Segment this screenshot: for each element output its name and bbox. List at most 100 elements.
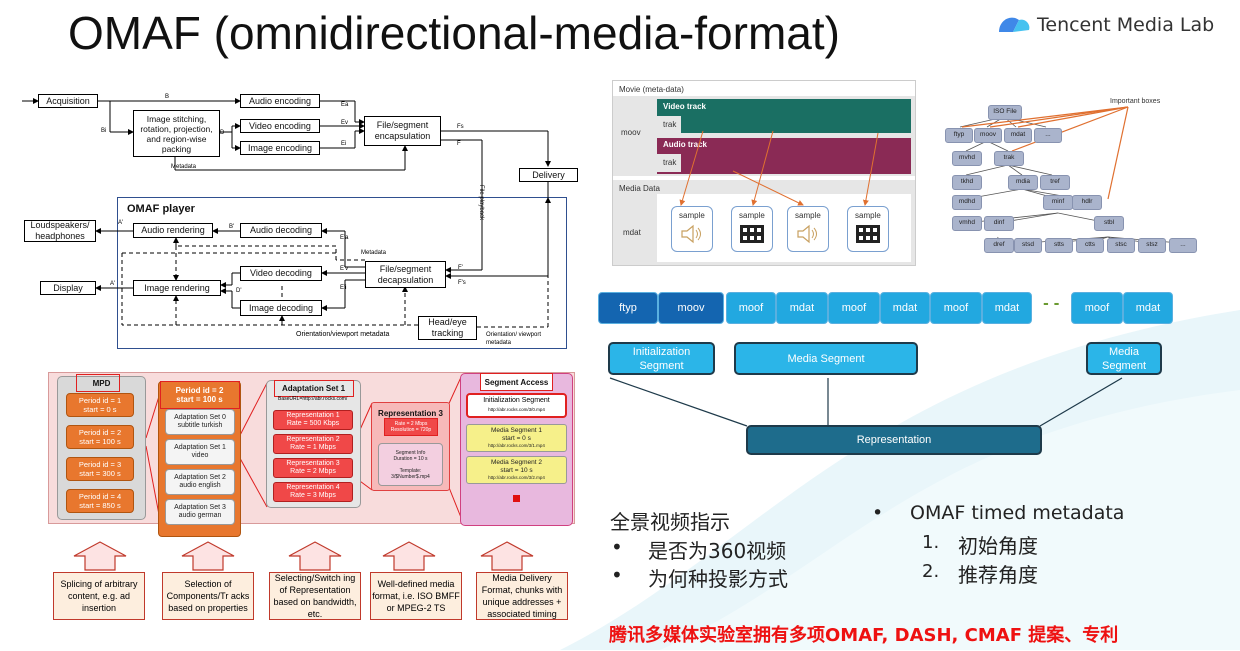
video-trak-cell	[657, 116, 681, 133]
en-heading: OMAF timed metadata	[910, 502, 1125, 524]
audio-trak-cell	[657, 154, 681, 172]
symbol-ev: Ev	[341, 120, 349, 126]
media-segment-1-url: http://abr.rocks.com/3/1.mp4	[488, 443, 545, 448]
initialization-segment: Initialization Segment	[608, 342, 715, 375]
important-boxes-label: Important boxes	[1110, 98, 1161, 105]
omaf-player-label: OMAF player	[127, 203, 195, 215]
audio-decoding-box: Audio decoding	[240, 223, 322, 238]
symbol-ei-prime: E'i	[340, 285, 347, 291]
frag-moof-2: moof	[828, 292, 880, 324]
video-track-label: Video track	[663, 102, 706, 111]
display-box: Display	[40, 281, 96, 295]
tencent-cloud-icon	[999, 17, 1030, 32]
video-trak-label: trak	[663, 120, 677, 129]
numbered-2: 推荐角度	[958, 563, 1038, 587]
audio-sample-1: sample	[671, 206, 713, 252]
speaker-icon	[681, 224, 701, 244]
audio-rendering-box: Audio rendering	[133, 223, 213, 238]
numbered-2-marker: 2.	[922, 561, 940, 582]
moov-label: moov	[621, 128, 641, 137]
film-icon	[740, 225, 764, 243]
tree-mdhd: mdhd	[952, 195, 982, 210]
representation-bar: Representation	[746, 425, 1042, 455]
speaker-icon	[797, 224, 817, 244]
metadata-label: Metadata	[171, 164, 197, 170]
tree-dref: dref	[984, 238, 1014, 253]
adaptation-title-frame	[274, 380, 354, 397]
metadata-label-2: Metadata	[361, 250, 387, 256]
adaptation-set-2: Adaptation Set 2 audio english	[165, 469, 235, 495]
video-track-bar	[657, 99, 911, 133]
period-title: Period id = 2 start = 100 s	[175, 386, 224, 404]
media-segment-bar-2: Media Segment	[1086, 342, 1162, 375]
page-title: OMAF (omnidirectional-media-format)	[68, 7, 840, 59]
frag-mdat-4: mdat	[1123, 292, 1173, 324]
orientation-metadata-label-2: Orientation/ viewport metadata	[486, 332, 542, 346]
tree-mdia: mdia	[1008, 175, 1038, 190]
tree-dinf: dinf	[984, 216, 1014, 231]
adaptation-set-3: Adaptation Set 3 audio german	[165, 499, 235, 525]
numbered-1-marker: 1.	[922, 532, 940, 553]
video-sample-2: sample	[847, 206, 889, 252]
representation-3-info-frame	[384, 418, 438, 436]
init-segment-url: http://abr.rocks.com/3/0.mp4	[488, 407, 545, 412]
image-rendering-box: Image rendering	[133, 280, 221, 296]
tree-stts: stts	[1045, 238, 1073, 253]
mpd-period-2: Period id = 2 start = 100 s	[66, 425, 134, 449]
audio-trak-label: trak	[663, 158, 677, 167]
representation-3-title: Representation 3	[378, 409, 443, 418]
symbol-f: F	[457, 141, 461, 147]
image-encoding-box: Image encoding	[240, 141, 320, 155]
speakers-box: Loudspeakers/ headphones	[24, 220, 96, 242]
frag-moov: moov	[658, 292, 724, 324]
representation-3: Representation 3 Rate = 2 Mbps	[273, 458, 353, 478]
mpd-title-frame	[76, 374, 120, 392]
tree-stsd: stsd	[1014, 238, 1042, 253]
head-eye-tracking-box: Head/eye tracking	[418, 316, 477, 340]
tree-mvhd: mvhd	[952, 151, 982, 166]
video-encoding-box: Video encoding	[240, 119, 320, 133]
tree-tkhd: tkhd	[952, 175, 982, 190]
sample-label: sample	[795, 211, 821, 220]
symbol-d: D	[220, 130, 225, 136]
frag-moof-3: moof	[930, 292, 982, 324]
representation-4: Representation 4 Rate = 3 Mbps	[273, 482, 353, 502]
cn-bullet-2: 为何种投影方式	[648, 567, 788, 591]
symbol-ea-prime: E'a	[340, 235, 349, 241]
video-sample-1: sample	[731, 206, 773, 252]
tree-trak: trak	[994, 151, 1024, 166]
footer-patents-text: 腾讯多媒体实验室拥有多项OMAF, DASH, CMAF 提案、专利	[609, 625, 1119, 646]
file-decapsulation-box: File/segment decapsulation	[365, 261, 446, 288]
note-media-format: Well-defined media format, i.e. ISO BMFF…	[370, 572, 462, 620]
frag-moof-1: moof	[726, 292, 776, 324]
frag-moof-4: moof	[1071, 292, 1123, 324]
tree-ftyp: ftyp	[945, 128, 973, 143]
image-decoding-box: Image decoding	[240, 300, 322, 316]
tree-stsz: stsz	[1138, 238, 1166, 253]
sample-label: sample	[855, 211, 881, 220]
frag-mdat-2: mdat	[880, 292, 930, 324]
adaptation-set-title: Adaptation Set 1	[281, 384, 346, 393]
tree-hdlr: hdlr	[1072, 195, 1102, 210]
bmff-structure-diagram: Movie (meta-data) moov Video track trak …	[612, 80, 916, 266]
symbol-b-prime: B'	[229, 224, 235, 230]
en-bullet-marker: •	[872, 502, 884, 524]
tree-ctts: ctts	[1076, 238, 1104, 253]
symbol-b: B	[165, 94, 170, 100]
company-logo: Tencent Media Lab	[995, 8, 1230, 44]
symbol-fs: Fs	[457, 124, 464, 130]
symbol-bi: Bi	[101, 128, 107, 134]
orientation-metadata-label: Orientation/viewport metadata	[296, 331, 390, 338]
tree-stbl: stbl	[1094, 216, 1124, 231]
symbol-ei: Ei	[341, 141, 347, 147]
logo-text: Tencent Media Lab	[1037, 14, 1215, 36]
media-segment-1: Media Segment 1 start = 0 s http://abr.r…	[466, 424, 567, 452]
background-wave	[560, 310, 1240, 650]
film-icon	[856, 225, 880, 243]
stitching-box: Image stitching, rotation, projection, a…	[133, 110, 220, 157]
symbol-f-prime: F'	[458, 265, 463, 271]
adaptation-base-url: BaseURL=http://abr.rocks.com/	[278, 396, 348, 402]
media-segment-bar: Media Segment	[734, 342, 918, 375]
video-decoding-box: Video decoding	[240, 266, 322, 281]
mpd-title: MPD	[92, 379, 111, 388]
